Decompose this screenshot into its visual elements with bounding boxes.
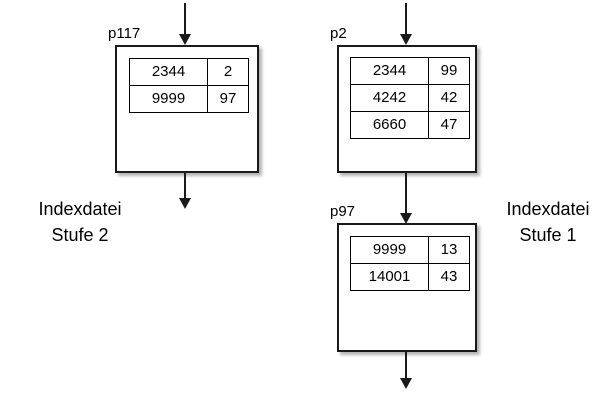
cell-pointer: 2 — [207, 58, 249, 86]
arrow-into-p2 — [400, 3, 412, 45]
cell-pointer: 13 — [428, 236, 470, 264]
table-row[interactable]: 9999 97 — [129, 85, 249, 113]
arrow-shaft — [405, 352, 407, 378]
arrow-head-icon — [400, 213, 412, 224]
arrow-shaft — [184, 3, 186, 34]
arrow-head-icon — [179, 198, 191, 209]
caption-left-line2: Stufe 2 — [51, 225, 109, 245]
index-table-p97: 9999 13 14001 43 — [350, 236, 470, 291]
caption-right-line2: Stufe 1 — [519, 225, 577, 245]
cell-pointer: 42 — [428, 84, 470, 112]
cell-pointer: 43 — [428, 263, 470, 291]
cell-pointer: 99 — [428, 57, 470, 85]
table-row[interactable]: 2344 99 — [350, 57, 470, 85]
cell-key: 4242 — [350, 84, 429, 112]
caption-left: Indexdatei Stufe 2 — [10, 196, 150, 248]
cell-pointer: 47 — [428, 111, 470, 139]
arrow-head-icon — [400, 378, 412, 389]
node-label-p2: p2 — [330, 25, 347, 42]
table-row[interactable]: 9999 13 — [350, 236, 470, 264]
cell-key: 6660 — [350, 111, 429, 139]
table-row[interactable]: 14001 43 — [350, 263, 470, 291]
cell-key: 2344 — [129, 58, 208, 86]
cell-pointer: 97 — [207, 85, 249, 113]
node-box-p117[interactable]: 2344 2 9999 97 — [115, 45, 259, 173]
arrow-shaft — [405, 3, 407, 34]
node-box-p2[interactable]: 2344 99 4242 42 6660 47 — [337, 45, 477, 173]
index-table-p2: 2344 99 4242 42 6660 47 — [350, 57, 470, 139]
arrow-head-icon — [179, 34, 191, 45]
arrow-p2-to-p97 — [400, 173, 412, 224]
arrow-out-of-p97 — [400, 352, 412, 390]
table-row[interactable]: 6660 47 — [350, 111, 470, 139]
cell-key: 9999 — [350, 236, 429, 264]
arrow-shaft — [405, 173, 407, 213]
node-label-p97: p97 — [330, 203, 356, 220]
table-row[interactable]: 4242 42 — [350, 84, 470, 112]
caption-left-line1: Indexdatei — [38, 199, 122, 219]
node-box-p97[interactable]: 9999 13 14001 43 — [337, 223, 477, 352]
arrow-shaft — [184, 173, 186, 198]
table-row[interactable]: 2344 2 — [129, 58, 249, 86]
caption-right: Indexdatei Stufe 1 — [488, 196, 608, 248]
arrow-head-icon — [400, 34, 412, 45]
index-table-p117: 2344 2 9999 97 — [129, 58, 249, 113]
cell-key: 9999 — [129, 85, 208, 113]
node-label-p117: p117 — [108, 25, 141, 42]
arrow-into-p117 — [179, 3, 191, 45]
arrow-out-of-p117 — [179, 173, 191, 209]
caption-right-line1: Indexdatei — [506, 199, 590, 219]
cell-key: 14001 — [350, 263, 429, 291]
cell-key: 2344 — [350, 57, 429, 85]
